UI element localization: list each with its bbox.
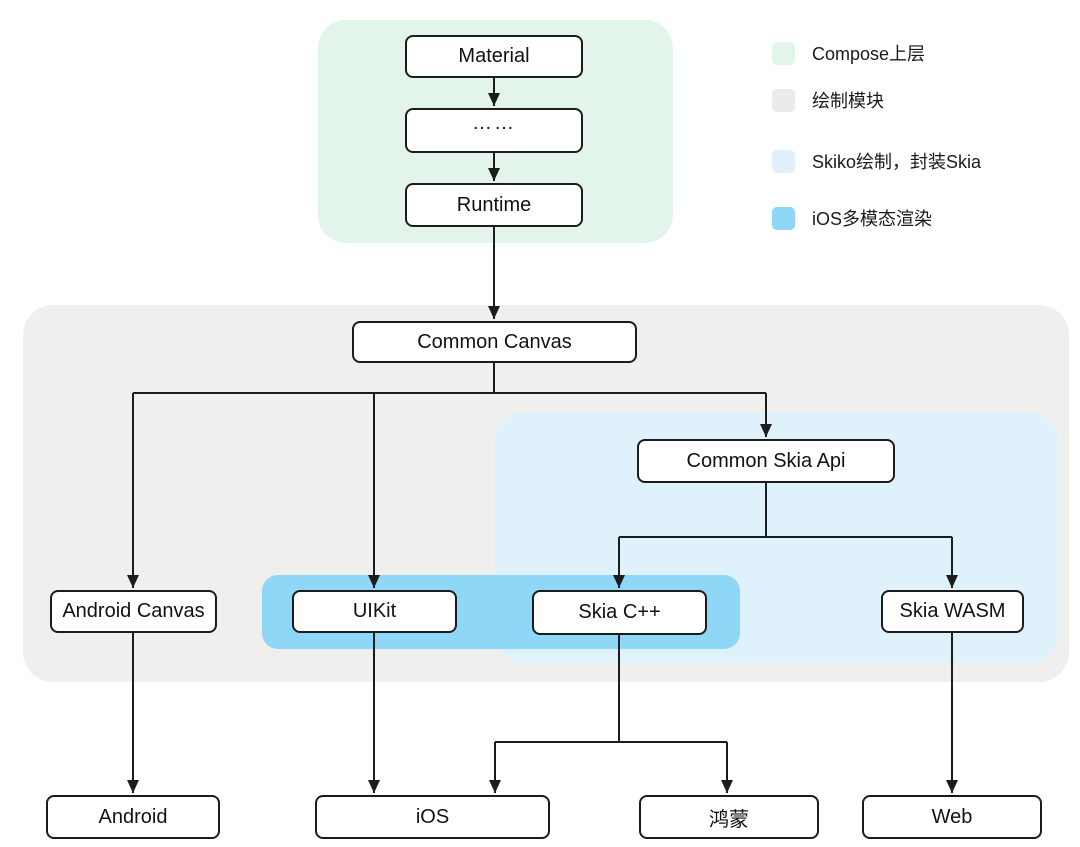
legend-item-draw-module: 绘制模块: [772, 87, 884, 113]
node-dots: ……: [405, 108, 583, 153]
node-skia-wasm: Skia WASM: [881, 590, 1024, 633]
legend-swatch-draw-module: [772, 88, 795, 112]
node-android: Android: [46, 795, 220, 839]
legend-item-skiko: Skiko绘制，封装Skia: [772, 148, 981, 174]
legend-item-compose-upper: Compose上层: [772, 40, 925, 66]
legend-label: iOS多模态渲染: [812, 209, 933, 229]
legend-label: Skiko绘制，封装Skia: [812, 152, 982, 172]
legend-label: Compose上层: [812, 44, 926, 64]
legend-item-ios-multimodal: iOS多模态渲染: [772, 205, 932, 231]
legend-label: 绘制模块: [812, 91, 884, 111]
legend-swatch-ios-multimodal: [772, 206, 795, 230]
node-common-skia-api: Common Skia Api: [637, 439, 895, 483]
node-ios: iOS: [315, 795, 550, 839]
node-web: Web: [862, 795, 1042, 839]
node-material: Material: [405, 35, 583, 78]
node-hongmeng: 鸿蒙: [639, 795, 819, 839]
node-android-canvas: Android Canvas: [50, 590, 217, 633]
node-uikit: UIKit: [292, 590, 457, 633]
node-runtime: Runtime: [405, 183, 583, 227]
node-common-canvas: Common Canvas: [352, 321, 637, 363]
legend-swatch-compose-upper: [772, 41, 795, 65]
legend-swatch-skiko: [772, 149, 795, 173]
node-skia-cpp: Skia C++: [532, 590, 707, 635]
